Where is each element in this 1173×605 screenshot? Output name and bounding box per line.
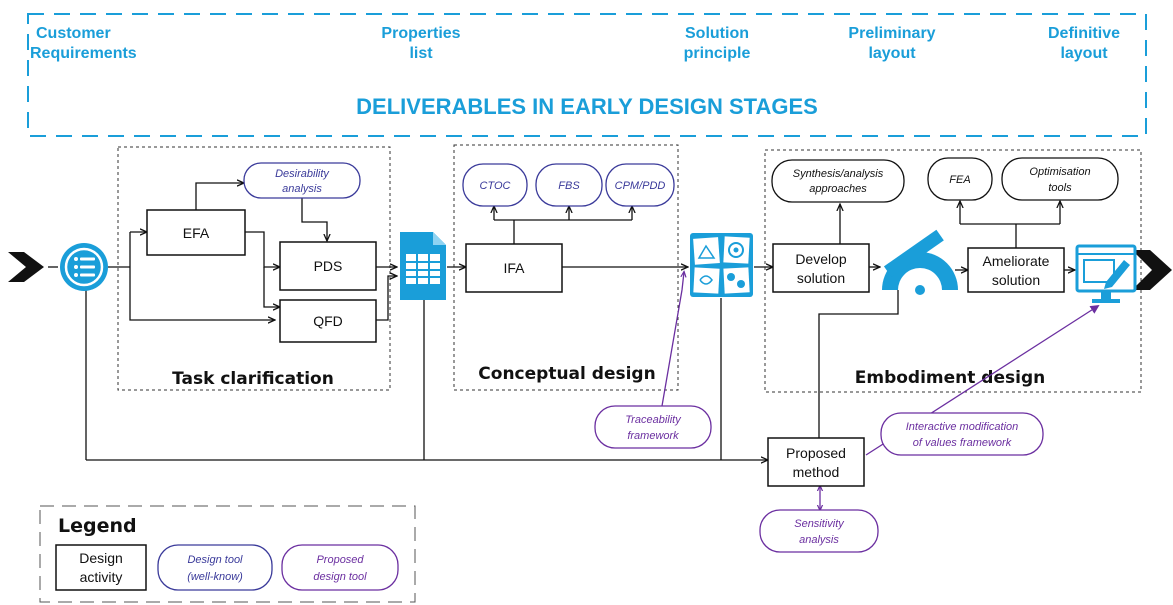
legend: Legend Design activity Design tool (well… (39, 505, 416, 603)
legend-proposed-tool: Proposed design tool (281, 544, 399, 591)
activity-label-line1: Develop (795, 251, 847, 267)
deliverable-line1: Definitive (1048, 25, 1120, 42)
activity-qfd: QFD (279, 299, 377, 343)
activity-label: PDS (314, 258, 343, 274)
stage-label-embodiment-design: Embodiment design (855, 368, 1045, 388)
legend-label-line1: Design (79, 550, 123, 566)
monitor-edit-icon (1075, 244, 1137, 303)
tool-label-line2: tools (1048, 182, 1072, 194)
activity-label: QFD (313, 313, 343, 329)
tool-label-line2: of values framework (913, 437, 1012, 449)
deliverable-line2: Requirements (30, 45, 137, 62)
tool-label: FEA (949, 174, 970, 186)
deliverable-solution-principle: Solution principle (684, 25, 751, 62)
spreadsheet-icon (400, 232, 446, 300)
deliverable-customer-requirements: Customer Requirements (30, 25, 137, 62)
legend-design-tool: Design tool (well-know) (157, 544, 273, 591)
proposed-tool-interactive-modification: Interactive modification of values frame… (880, 412, 1044, 456)
tool-label-line2: analysis (282, 183, 322, 195)
sketches-icon (690, 233, 753, 297)
activity-label-line2: solution (992, 272, 1040, 288)
tool-label-line1: Interactive modification (906, 421, 1019, 433)
tool-label-line1: Optimisation (1029, 166, 1090, 178)
deliverable-line1: Customer (36, 25, 111, 42)
tool-label: FBS (558, 180, 580, 192)
activity-label-line2: method (793, 464, 840, 480)
deliverables-title: DELIVERABLES IN EARLY DESIGN STAGES (356, 94, 818, 119)
deliverable-line1: Properties (381, 25, 460, 42)
deliverable-preliminary-layout: Preliminary layout (848, 25, 935, 62)
tool-label-line1: Traceability (625, 414, 682, 426)
tool-label-line1: Sensitivity (794, 518, 845, 530)
tool-fbs: FBS (535, 163, 603, 207)
tool-label-line2: analysis (799, 534, 839, 546)
activity-label-line2: solution (797, 270, 845, 286)
deliverable-line2: principle (684, 45, 751, 62)
legend-design-activity: Design activity (55, 544, 147, 591)
proposed-tool-traceability: Traceability framework (594, 405, 712, 449)
activity-ameliorate-solution: Ameliorate solution (967, 247, 1065, 293)
proposed-tool-connectors (661, 272, 1100, 510)
task-clarification-frame (117, 146, 391, 391)
activity-efa: EFA (146, 209, 246, 256)
connectors (48, 183, 1075, 460)
legend-title: Legend (58, 515, 137, 537)
protractor-icon (882, 229, 958, 295)
legend-label-line1: Design tool (187, 554, 243, 566)
tool-fea: FEA (927, 157, 993, 201)
tool-cpm-pdd: CPM/PDD (605, 163, 675, 207)
tool-desirability-analysis: Desirability analysis (243, 162, 361, 199)
activity-develop-solution: Develop solution (772, 243, 870, 293)
activity-ifa: IFA (465, 243, 563, 293)
deliverable-line2: list (409, 45, 433, 62)
requirements-list-icon (60, 243, 108, 291)
tool-label-line1: Desirability (275, 168, 330, 180)
entry-arrow-icon (8, 252, 44, 282)
activity-pds: PDS (279, 241, 377, 291)
legend-label-line2: activity (80, 569, 123, 585)
activity-label: IFA (503, 260, 525, 276)
tool-label-line2: approaches (809, 183, 867, 195)
deliverable-line1: Preliminary (848, 25, 935, 42)
legend-label-line2: design tool (313, 571, 367, 583)
tool-ctoc: CTOC (462, 163, 528, 207)
deliverable-line1: Solution (685, 25, 749, 42)
legend-label-line1: Proposed (316, 554, 364, 566)
activity-label-line1: Ameliorate (983, 253, 1050, 269)
tool-label: CPM/PDD (615, 180, 666, 192)
tool-optimisation: Optimisation tools (1001, 157, 1119, 201)
activity-label-line1: Proposed (786, 445, 846, 461)
deliverable-line2: layout (1060, 45, 1108, 62)
activity-proposed-method: Proposed method (767, 437, 865, 487)
deliverable-line2: layout (868, 45, 916, 62)
deliverable-definitive-layout: Definitive layout (1048, 25, 1120, 62)
legend-label-line2: (well-know) (187, 571, 243, 583)
tool-label-line2: framework (627, 430, 679, 442)
tool-label-line1: Synthesis/analysis (793, 168, 884, 180)
stage-label-task-clarification: Task clarification (172, 369, 334, 389)
proposed-tool-sensitivity-analysis: Sensitivity analysis (759, 509, 879, 553)
activity-label: EFA (183, 225, 210, 241)
exit-arrow-icon (1132, 250, 1172, 290)
tool-synthesis-analysis: Synthesis/analysis approaches (771, 159, 905, 203)
stage-label-conceptual-design: Conceptual design (478, 364, 655, 384)
tool-label: CTOC (480, 180, 511, 192)
deliverable-properties-list: Properties list (381, 25, 460, 62)
deliverables-frame (27, 13, 1147, 137)
embodiment-design-frame (764, 149, 1142, 393)
